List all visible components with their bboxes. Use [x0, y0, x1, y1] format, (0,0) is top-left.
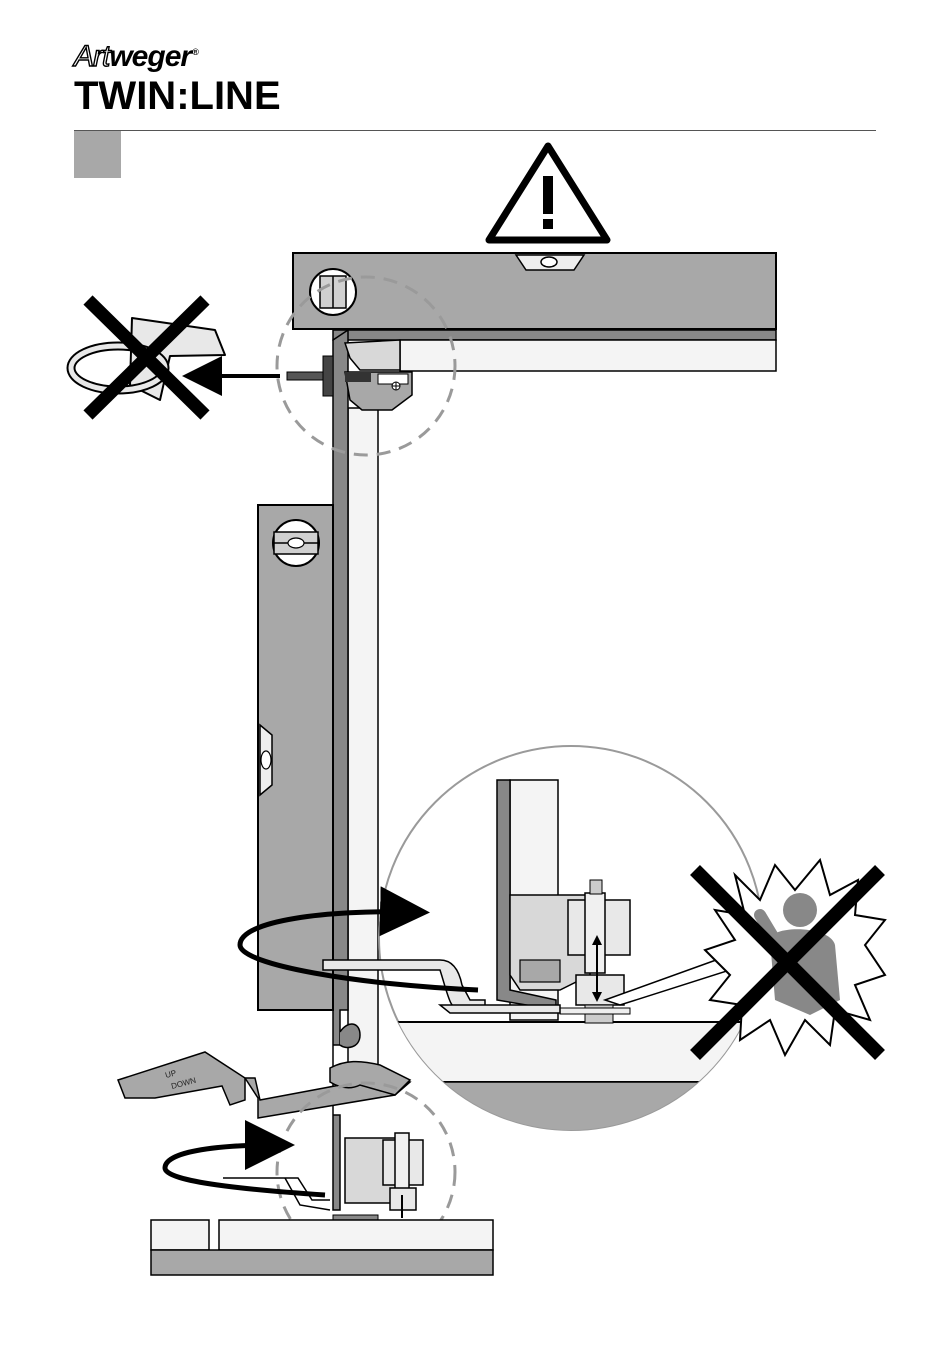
injury-warning-icon: [695, 860, 885, 1055]
removed-clip-icon: [71, 300, 225, 415]
top-clip: [287, 340, 412, 410]
spirit-level-horizontal: [293, 253, 776, 329]
spirit-level-vertical: [258, 505, 333, 1010]
rotate-arrow-lower: [165, 1145, 325, 1195]
floor-section: [151, 1220, 493, 1275]
warning-icon: [489, 146, 607, 240]
adjustment-tool: UP DOWN: [118, 1052, 410, 1118]
